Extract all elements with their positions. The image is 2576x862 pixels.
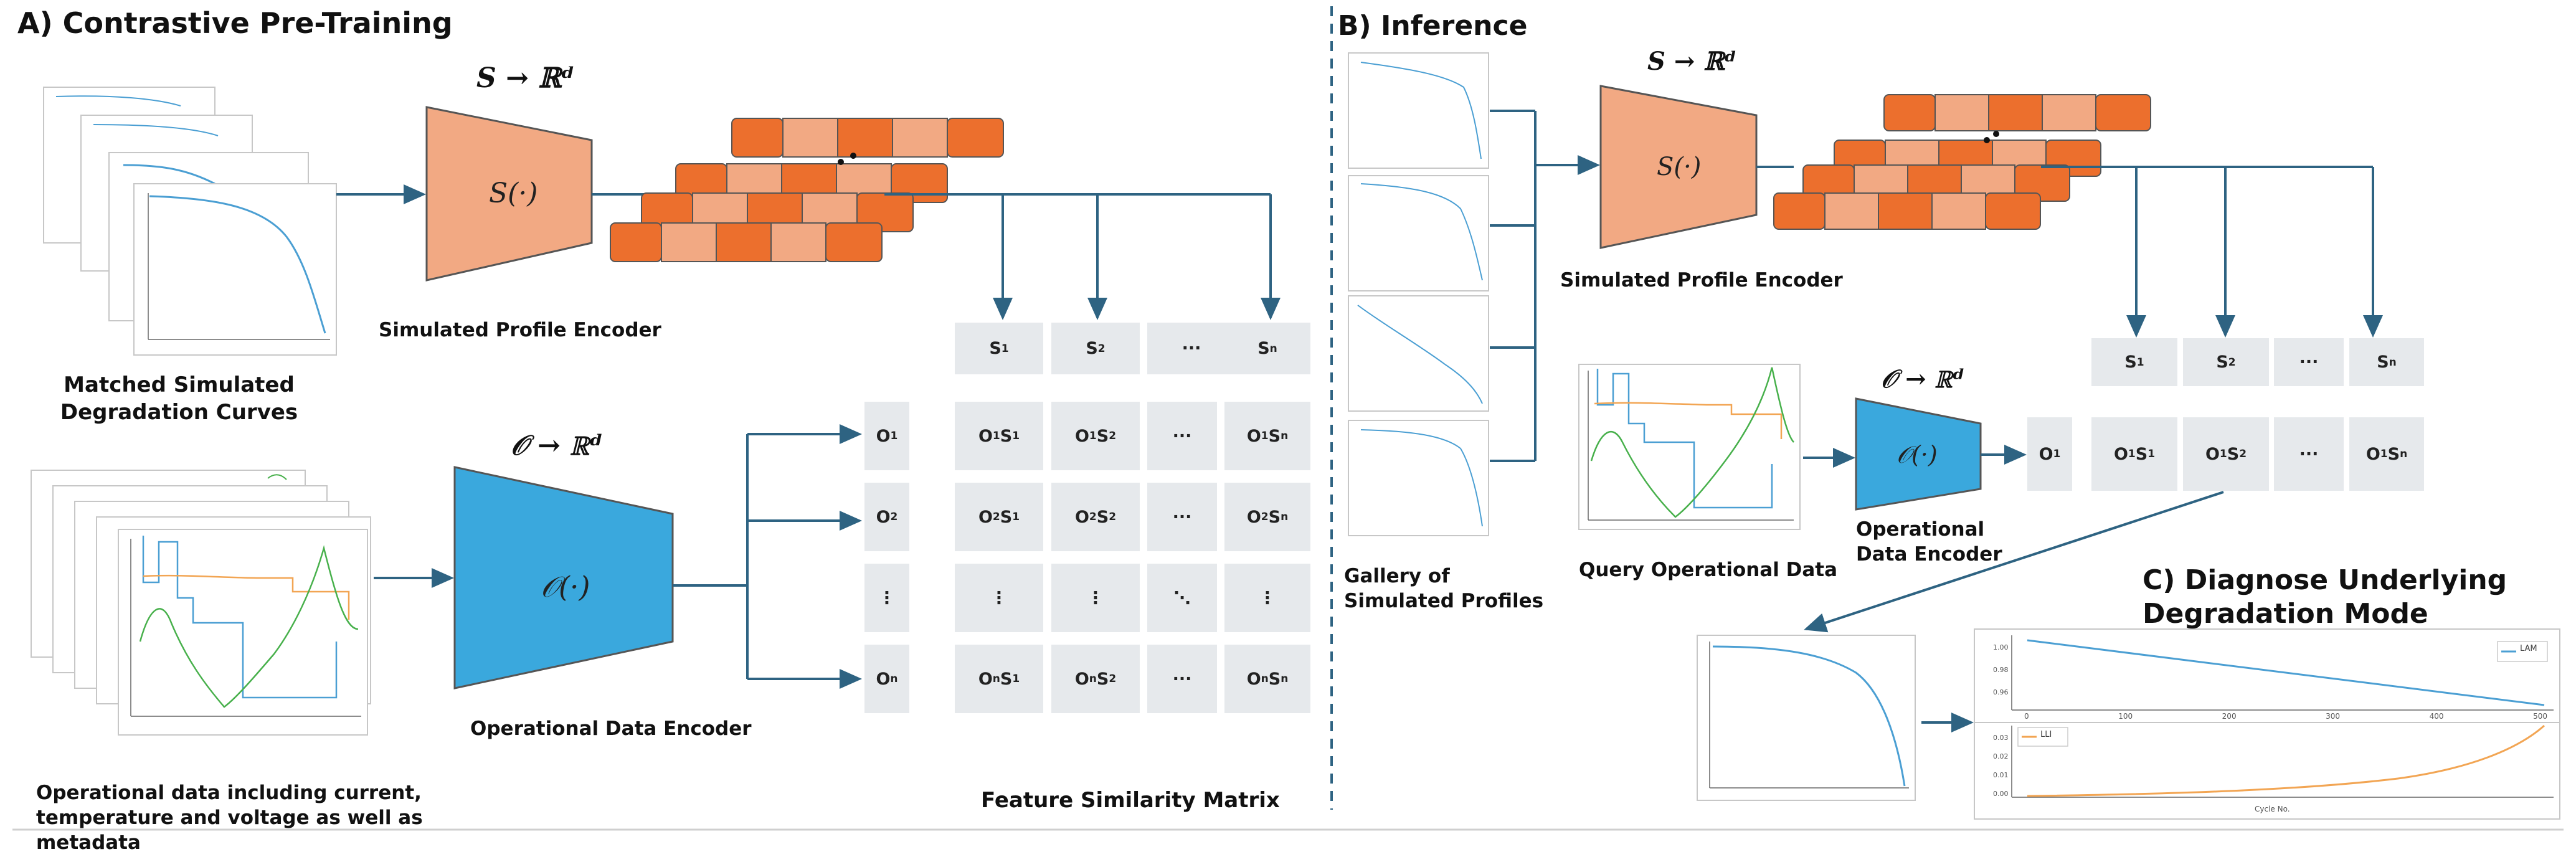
sim-encoder-b-shape [1599, 85, 1758, 249]
op-encoder-b-fn: 𝒪(·) [1896, 441, 1938, 468]
lam-y-tick: 0.96 [1993, 688, 2009, 696]
x-tick: 0 [2024, 712, 2029, 721]
sim-encoder-b-fn: S(·) [1657, 153, 1702, 181]
matrix-cell: ··· [1147, 402, 1217, 470]
section-b-title: B) Inference [1338, 10, 1528, 42]
gallery-line1: Gallery of [1344, 565, 1450, 587]
lam-y-tick: 1.00 [1993, 643, 2009, 651]
op-data-caption: Operational data including current, temp… [36, 780, 423, 855]
section-c-title: C) Diagnose Underlying Degradation Mode [2143, 564, 2507, 631]
o-column-cell: ⋮ [864, 564, 909, 632]
lam-y-tick: 0.98 [1993, 666, 2009, 674]
x-tick: 100 [2118, 712, 2133, 721]
lam-legend-label: LAM [2520, 644, 2537, 653]
op-encoder-b-line2: Data Encoder [1856, 543, 2002, 566]
sim-encoder-b-space: S → ℝᵈ [1647, 47, 1737, 76]
op-encoder-a-space: 𝒪 → ℝᵈ [511, 430, 604, 462]
op-encoder-b-shape [1855, 397, 1982, 511]
op-data-line3: metadata [36, 831, 141, 854]
lli-legend-label: LLI [2040, 730, 2052, 739]
op-data-line2: temperature and voltage as well as [36, 807, 423, 829]
lam-x-ticks: 0 100 200 300 400 500 [2024, 712, 2547, 721]
lli-x-label: Cycle No. [2255, 805, 2290, 813]
matrix-cell: ··· [1147, 645, 1217, 713]
matrix-cell: ··· [1147, 483, 1217, 551]
sim-encoder-b-label: Simulated Profile Encoder [1560, 269, 1843, 291]
result-curve-plot [1697, 635, 1916, 801]
matrix-cell: ⋮ [1224, 564, 1310, 632]
matched-curves-stack [43, 87, 337, 356]
gallery-connectors [1490, 110, 1537, 462]
lli-y-tick: 0.01 [1993, 771, 2009, 779]
section-a-title: A) Contrastive Pre-Training [17, 6, 453, 40]
lli-y-tick: 0.02 [1993, 752, 2009, 760]
sim-encoder-a-shape [425, 106, 593, 282]
x-tick: 200 [2222, 712, 2237, 721]
sim-encoder-a-label: Simulated Profile Encoder [379, 319, 661, 341]
sim-encoder-a-fn: S(·) [489, 178, 538, 209]
section-c-title-line1: C) Diagnose Underlying [2143, 564, 2507, 596]
x-tick: 500 [2533, 712, 2547, 721]
op-data-line1: Operational data including current, [36, 782, 422, 804]
query-caption: Query Operational Data [1579, 559, 1838, 581]
gallery-thumbnails [1348, 52, 1489, 536]
matrix-cell: ⋮ [1051, 564, 1140, 632]
gallery-line2: Simulated Profiles [1344, 590, 1544, 612]
matched-curves-line2: Degradation Curves [60, 400, 298, 425]
matrix-cell: ⋮ [955, 564, 1043, 632]
sim-encoder-a-space: S → ℝᵈ [476, 62, 575, 94]
gallery-caption: Gallery of Simulated Profiles [1344, 564, 1543, 613]
lam-y-ticks: 1.00 0.98 0.96 [1993, 637, 2009, 704]
lli-plot [1974, 722, 2560, 820]
x-tick: 400 [2429, 712, 2444, 721]
lli-y-ticks: 0.03 0.02 0.01 0.00 [1993, 729, 2009, 803]
op-encoder-a-fn: 𝒪(·) [541, 570, 590, 604]
op-encoder-a-label: Operational Data Encoder [470, 718, 752, 740]
s-header-cell-b: ··· [2274, 338, 2344, 386]
matched-curves-caption: Matched Simulated Degradation Curves [56, 371, 302, 426]
op-encoder-b-space: 𝒪 → ℝᵈ [1881, 364, 1965, 394]
matched-curves-line1: Matched Simulated [64, 372, 295, 397]
s-header-cell: ··· [1147, 323, 1236, 374]
op-encoder-a-shape [453, 466, 674, 689]
feature-similarity-matrix-label: Feature Similarity Matrix [981, 788, 1280, 813]
op-encoder-b-line1: Operational [1856, 518, 1985, 541]
x-tick: 300 [2326, 712, 2341, 721]
query-plot [1578, 364, 1801, 530]
lam-plot [1974, 628, 2560, 723]
arrow-best-match-to-result [1804, 491, 2224, 633]
result-cell: ··· [2274, 417, 2344, 491]
op-data-stack-a [31, 470, 371, 736]
lli-y-tick: 0.00 [1993, 790, 2009, 798]
lli-y-tick: 0.03 [1993, 734, 2009, 742]
embedding-stack-a [610, 118, 1004, 262]
op-encoder-b-caption: Operational Data Encoder [1856, 517, 2002, 567]
section-c-title-line2: Degradation Mode [2143, 598, 2428, 630]
embedding-stack-b [1773, 94, 2151, 230]
matrix-cell: ⋱ [1147, 564, 1217, 632]
